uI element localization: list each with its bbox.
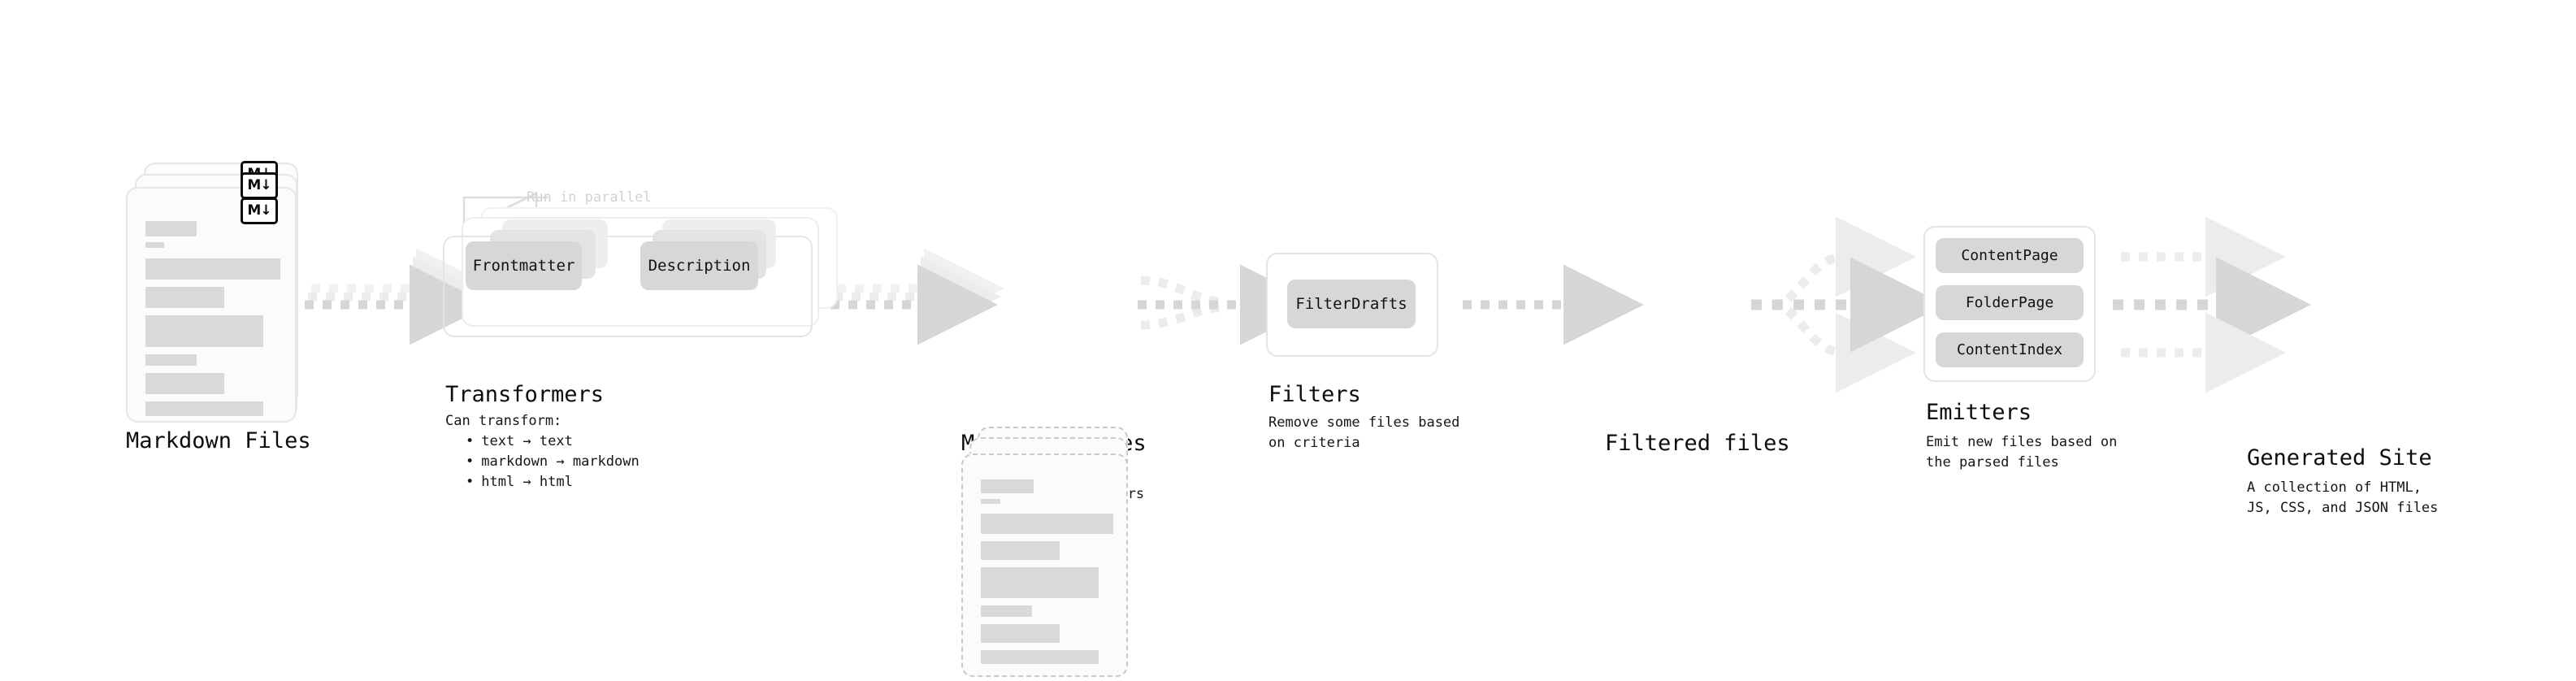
stage-title-markdown-files: Markdown Files: [126, 428, 311, 453]
stage-filters: FilterDrafts: [1266, 253, 1441, 357]
markdown-icon: M↓: [241, 172, 278, 199]
arrow-emitters-to-site: [2113, 216, 2311, 393]
content-skeleton: [145, 221, 280, 416]
skeleton-bar: [145, 354, 197, 366]
pill-frontmatter[interactable]: Frontmatter: [466, 241, 582, 290]
skeleton-bar: [981, 605, 1032, 617]
stage-subtitle-filters: Remove some files based on criteria: [1268, 414, 1460, 451]
markdown-icon: M↓: [241, 197, 278, 224]
sheet-front: [126, 187, 297, 423]
skeleton-bar: [981, 514, 1113, 534]
sheet-front: [961, 453, 1128, 677]
bullet-item: html → html: [466, 472, 640, 492]
stage-transformers: Frontmatter Description: [443, 207, 841, 354]
pill-contentpage[interactable]: ContentPage: [1936, 238, 2084, 273]
stage-title-emitters: Emitters: [1926, 400, 2032, 425]
run-in-parallel-label: Run in parallel: [527, 189, 652, 206]
transformers-bullet-list: text → text markdown → markdown html → h…: [451, 432, 640, 492]
skeleton-bar: [981, 567, 1099, 598]
transformers-intro: Can transform:: [445, 413, 562, 429]
stage-title-generated-site: Generated Site: [2247, 445, 2432, 471]
skeleton-bar: [145, 242, 164, 248]
transformer-box-front: [443, 236, 813, 337]
skeleton-bar: [981, 479, 1034, 493]
skeleton-bar: [145, 287, 224, 308]
pill-contentindex[interactable]: ContentIndex: [1936, 332, 2084, 367]
skeleton-bar: [981, 624, 1060, 643]
skeleton-bar: [145, 221, 197, 236]
stage-modified-files: [961, 427, 1140, 681]
skeleton-bar: [981, 541, 1060, 560]
skeleton-bar: [145, 315, 263, 347]
arrow-transformers-to-modified: [830, 248, 1004, 345]
skeleton-bar: [145, 258, 280, 280]
stage-subtitle-generated-site: A collection of HTML, JS, CSS, and JSON …: [2247, 479, 2439, 516]
bullet-item: text → text: [466, 432, 640, 452]
stage-markdown-files: M↓ M↓ M↓: [126, 161, 305, 423]
bullet-item: markdown → markdown: [466, 452, 639, 472]
pill-filterdrafts[interactable]: FilterDrafts: [1287, 280, 1416, 328]
stage-title-filtered-files: Filtered files: [1605, 431, 1790, 456]
arrow-markdown-to-transformers: [305, 248, 497, 345]
stage-subtitle-emitters: Emit new files based on the parsed files: [1926, 434, 2118, 471]
arrow-filtered-to-emitters: [1751, 216, 1945, 393]
stage-title-filters: Filters: [1268, 382, 1361, 407]
skeleton-bar: [981, 499, 1000, 504]
stage-title-transformers: Transformers: [445, 382, 605, 407]
skeleton-bar: [145, 373, 224, 394]
pill-description[interactable]: Description: [640, 241, 758, 290]
content-skeleton: [981, 479, 1113, 664]
skeleton-bar: [145, 401, 263, 416]
stage-emitters: ContentPage FolderPage ContentIndex: [1923, 226, 2102, 382]
pill-folderpage[interactable]: FolderPage: [1936, 285, 2084, 320]
arrow-modified-to-filters: [1138, 264, 1321, 345]
skeleton-bar: [981, 650, 1099, 664]
